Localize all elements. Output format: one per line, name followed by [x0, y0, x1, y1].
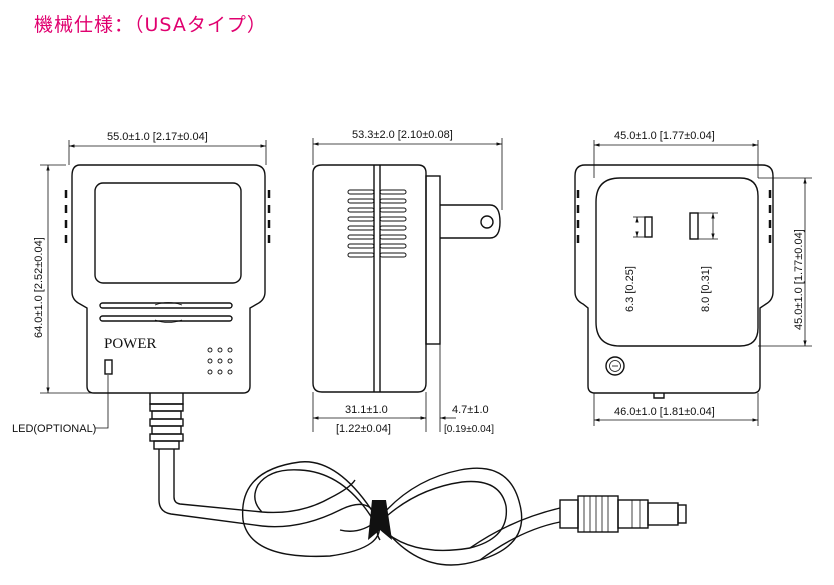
page-title: 機械仕様：（USAタイプ） — [34, 14, 267, 36]
led-leader-line — [95, 375, 109, 429]
front-view: 55.0±1.0 [2.17±0.04] 64.0±1.0 [2.52±0.04… — [12, 131, 687, 566]
pin-left-dim: 6.3 [0.25] — [624, 266, 636, 312]
cable-tie — [368, 500, 392, 540]
front-height-dim: 64.0±1.0 [2.52±0.04] — [33, 237, 45, 338]
prong-hole — [480, 215, 494, 229]
back-body-outline — [574, 164, 774, 394]
side-prong — [440, 204, 501, 239]
dc-plug — [559, 495, 687, 533]
led-label: LED(OPTIONAL) — [12, 423, 96, 435]
front-dots — [207, 347, 233, 375]
front-body-outline — [71, 164, 266, 394]
pin-right — [689, 212, 699, 240]
front-width-dim: 55.0±1.0 [2.17±0.04] — [107, 131, 208, 143]
back-view: 45.0±1.0 [1.77±0.04] 6.3 [0.25] 8.0 [0.3… — [574, 130, 812, 426]
front-window — [94, 182, 242, 284]
side-plate-mm: 4.7±1.0 — [452, 404, 489, 416]
back-side-vents — [576, 190, 772, 243]
power-label: POWER — [104, 336, 157, 352]
front-slot-1 — [99, 302, 233, 309]
back-bottom-width-dim: 46.0±1.0 [1.81±0.04] — [614, 406, 715, 418]
screw — [605, 356, 625, 376]
front-slot-2 — [99, 315, 233, 322]
strain-relief — [149, 393, 184, 450]
side-body-outline — [312, 164, 427, 393]
front-side-vents — [64, 190, 271, 243]
back-right-height-dim: 45.0±1.0 [1.77±0.04] — [793, 229, 805, 330]
led-indicator — [104, 359, 113, 375]
cable-inner — [173, 449, 263, 513]
cable-loop-inner — [254, 469, 508, 552]
side-vents — [347, 189, 407, 258]
pin-right-dim: 8.0 [0.31] — [700, 266, 712, 312]
back-plug-plate — [595, 177, 759, 347]
side-plate-in: [0.19±0.04] — [444, 424, 494, 435]
side-plug-plate — [425, 175, 441, 345]
cable-outer — [158, 449, 263, 527]
back-top-width-dim: 45.0±1.0 [1.77±0.04] — [614, 130, 715, 142]
side-body-width-in: [1.22±0.04] — [336, 423, 391, 435]
pin-left — [644, 216, 653, 238]
side-total-width-dim: 53.3±2.0 [2.10±0.08] — [352, 129, 453, 141]
side-view: 53.3±2.0 [2.10±0.08] 31.1±1.0 [1.22±0.04… — [312, 129, 503, 435]
side-body-width-mm: 31.1±1.0 — [345, 404, 388, 416]
